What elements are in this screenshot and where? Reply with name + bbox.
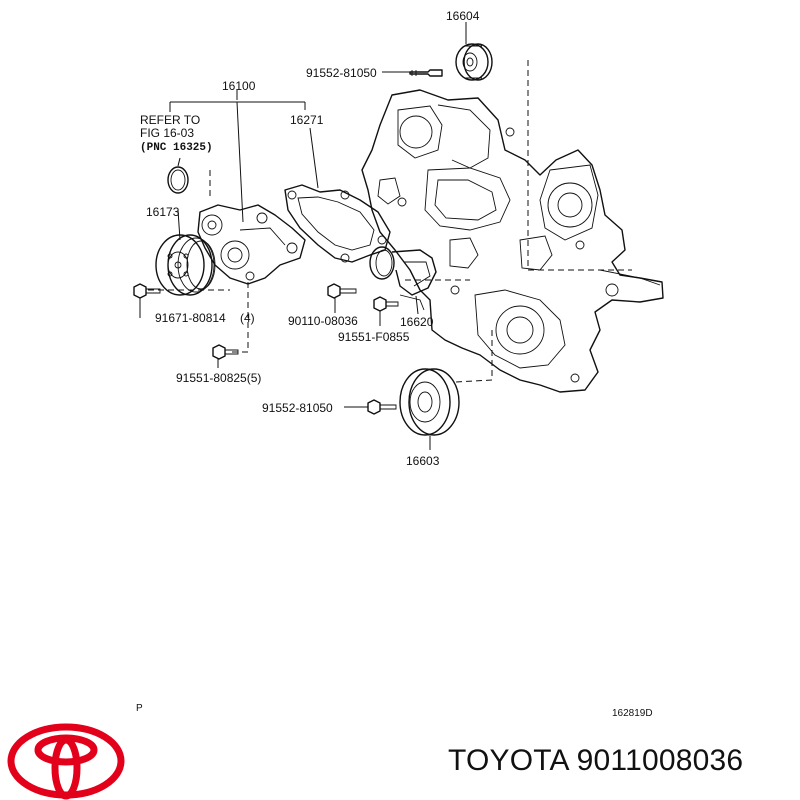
label-16100: 16100 [222, 79, 256, 93]
bolt-91551-80825 [212, 344, 239, 360]
label-16603: 16603 [406, 454, 440, 468]
bolt-91552-bottom [367, 399, 397, 415]
label-qty4: (4) [240, 311, 255, 325]
idler-pulley-16603 [399, 368, 460, 436]
label-91551-f0855: 91551-F0855 [338, 330, 410, 344]
label-90110: 90110-08036 [288, 314, 358, 328]
o-ring [167, 166, 189, 194]
reference-line [527, 60, 632, 271]
label-91671: 91671-80814 [155, 311, 226, 325]
label-16271: 16271 [290, 113, 324, 127]
label-16620: 16620 [400, 315, 434, 329]
bolt-91671 [133, 283, 161, 299]
timing-cover [361, 89, 664, 393]
label-refer-1: REFER TO [140, 113, 200, 127]
toyota-logo-icon [7, 723, 125, 800]
brand-part-number: TOYOTA 9011008036 [448, 744, 744, 777]
bolt-90110 [327, 283, 357, 299]
water-pump-16100 [197, 204, 306, 285]
bolt-91552-top [409, 69, 443, 77]
label-91552-bottom: 91552-81050 [262, 401, 333, 415]
label-figure-code: 162819D [612, 708, 653, 719]
label-16604: 16604 [446, 9, 480, 23]
label-corner-p: P [136, 703, 143, 714]
pulley-16173 [155, 234, 216, 296]
label-refer-2: FIG 16-03 [140, 126, 194, 140]
leader-lines [139, 22, 467, 450]
label-refer-3: (PNC 16325) [140, 142, 213, 154]
idler-pulley-16604 [455, 43, 493, 81]
label-16173: 16173 [146, 205, 180, 219]
tensioner-16620 [369, 246, 437, 311]
label-91551-80825: 91551-80825(5) [176, 371, 261, 385]
label-91552-top: 91552-81050 [306, 66, 377, 80]
reference-line [454, 330, 493, 383]
reference-line [228, 282, 249, 353]
bolt-91551-f0855 [373, 296, 399, 312]
